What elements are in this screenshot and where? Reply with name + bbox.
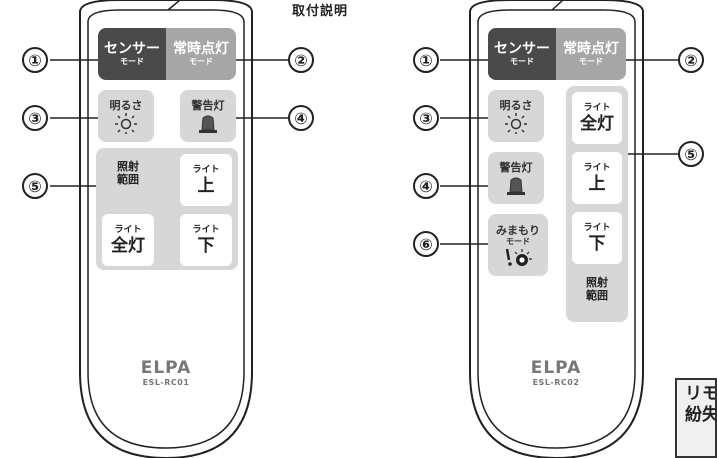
remote2-constant-mode-button[interactable]: 常時点灯 モード <box>556 28 626 80</box>
top-label: 取付説明 <box>292 4 349 19</box>
remote1-brand: ELPA ESL-RC01 <box>126 358 206 387</box>
callout-3: ③ <box>413 105 439 131</box>
model-number: ESL-RC02 <box>532 378 580 387</box>
button-label: 警告灯 <box>499 160 533 174</box>
remote1-warning-light-button[interactable]: 警告灯 <box>180 90 236 142</box>
warning-light-icon <box>199 115 217 133</box>
button-label: 上 <box>197 175 215 196</box>
button-label: 下 <box>588 233 606 254</box>
range-panel-label: 照射 範囲 <box>586 276 608 302</box>
button-sublabel: モード <box>510 57 534 66</box>
sun-icon <box>505 112 527 134</box>
button-sublabel: ライト <box>583 162 611 173</box>
remote1-light-down-button[interactable]: ライト 下 <box>180 214 232 266</box>
callout-3: ③ <box>22 105 48 131</box>
button-label: 下 <box>197 235 215 256</box>
button-label: 警告灯 <box>191 98 225 112</box>
remote2-mimamori-mode-button[interactable]: みまもり モード <box>488 214 548 276</box>
brand-logo: ELPA <box>140 358 192 378</box>
remote2-inner-outline <box>477 9 636 449</box>
remote1-brightness-button[interactable]: 明るさ <box>98 90 154 142</box>
callout-5: ⑤ <box>22 173 48 199</box>
remote2-brand: ELPA ESL-RC02 <box>516 358 596 387</box>
button-label: みまもり <box>496 223 540 237</box>
sun-icon <box>115 112 137 134</box>
button-label: 上 <box>588 173 606 194</box>
warning-light-icon <box>507 177 525 195</box>
remote2-brightness-button[interactable]: 明るさ <box>488 90 544 142</box>
callout-6: ⑥ <box>413 231 439 257</box>
remote1-constant-mode-button[interactable]: 常時点灯 モード <box>166 28 236 80</box>
brand-logo: ELPA <box>530 358 582 378</box>
button-sublabel: モード <box>506 236 530 246</box>
callout-2: ② <box>288 47 314 73</box>
callout-2: ② <box>678 47 704 73</box>
remote2-light-down-button[interactable]: ライト 下 <box>572 212 622 264</box>
strap-line <box>551 0 564 11</box>
range-panel-label: 照射 範囲 <box>117 160 139 186</box>
button-label: 全灯 <box>580 113 614 134</box>
remote2-sensor-mode-button[interactable]: センサー モード <box>488 28 556 80</box>
button-label: 全灯 <box>111 235 145 256</box>
button-label: センサー <box>104 41 160 57</box>
button-sublabel: モード <box>120 57 144 66</box>
callout-1: ① <box>413 47 439 73</box>
remote1-light-up-button[interactable]: ライト 上 <box>180 154 232 206</box>
watching-eye-icon <box>505 248 532 266</box>
button-sublabel: ライト <box>114 224 142 235</box>
button-label: センサー <box>494 41 550 57</box>
button-sublabel: ライト <box>192 164 220 175</box>
callout-5: ⑤ <box>678 141 704 167</box>
remote1-inner-outline <box>87 9 245 449</box>
model-number: ESL-RC01 <box>142 378 190 387</box>
remote1-light-all-button[interactable]: ライト 全灯 <box>102 214 154 266</box>
side-note-line: 紛失 <box>685 405 717 425</box>
side-note-box: リモ 紛失 <box>675 378 717 458</box>
callout-1: ① <box>22 47 48 73</box>
callout-4: ④ <box>288 105 314 131</box>
remote2-warning-light-button[interactable]: 警告灯 <box>488 152 544 204</box>
button-label: 明るさ <box>499 98 533 112</box>
remote2-light-up-button[interactable]: ライト 上 <box>572 152 622 204</box>
remote1-sensor-mode-button[interactable]: センサー モード <box>98 28 166 80</box>
button-label: 常時点灯 <box>563 41 619 57</box>
button-label: 明るさ <box>109 98 143 112</box>
remote2-light-all-button[interactable]: ライト 全灯 <box>572 92 622 144</box>
strap-line <box>167 0 181 11</box>
button-sublabel: ライト <box>583 222 611 233</box>
button-sublabel: モード <box>579 57 603 66</box>
callout-4: ④ <box>413 173 439 199</box>
button-sublabel: ライト <box>192 224 220 235</box>
side-note-line: リモ <box>685 384 717 404</box>
button-label: 常時点灯 <box>173 41 229 57</box>
button-sublabel: モード <box>189 57 213 66</box>
button-sublabel: ライト <box>583 102 611 113</box>
